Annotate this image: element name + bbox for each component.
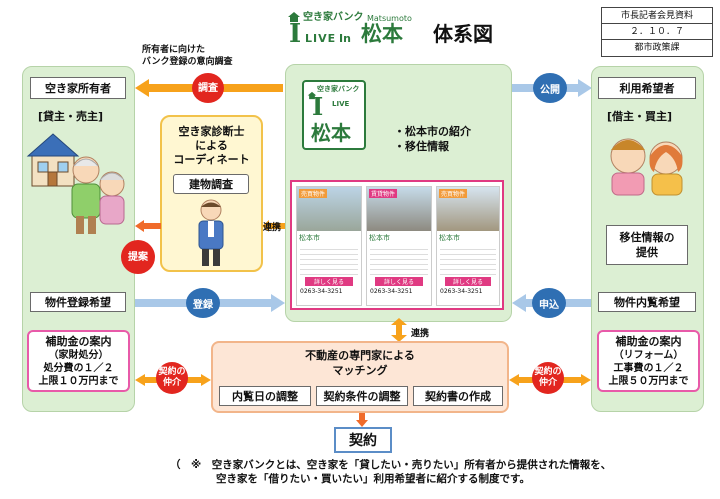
user-subsidy-sub: （リフォーム） — [613, 350, 684, 361]
house-illustration-icon — [26, 128, 80, 188]
owner-subsidy-line1: 処分費の１／２ — [43, 363, 114, 374]
logo-i: I — [289, 19, 302, 49]
footnote: （ ※ 空き家バンクとは、空き家を「貸したい・売りたい」所有者から提供された情報… — [170, 458, 718, 486]
user-subsidy-line2: 上限５０万円まで — [608, 376, 689, 387]
owner-subsidy-sub: （家財処分） — [48, 350, 109, 361]
consultant-title-line: コーディネート — [173, 153, 250, 166]
expert-item-viewing: 内覧日の調整 — [219, 386, 311, 406]
user-subsidy-title: 補助金の案内 — [615, 335, 682, 348]
user-subsidy-box: 補助金の案内 （リフォーム） 工事費の１／２ 上限５０万円まで — [597, 330, 700, 392]
listing-city: 松本市 — [299, 234, 320, 242]
bank-bullets: ・松本市の紹介 ・移住情報 — [394, 124, 471, 154]
bank-logo-live: LIVE — [332, 100, 350, 108]
broker-badge-right: 契約の 仲介 — [532, 362, 564, 394]
stamp-line: ２．１０．７ — [602, 24, 712, 40]
link-vertical-arrow — [391, 318, 407, 342]
header-logo: 空き家バンク I LIVE In Matsumoto 松本 — [287, 6, 417, 48]
listing-badge: 売買物件 — [439, 189, 468, 198]
user-subsidy-line1: 工事費の１／２ — [613, 363, 684, 374]
propose-arrow — [135, 217, 161, 232]
survey-note: 所有者に向けた バンク登録の意向調査 — [142, 45, 233, 67]
bank-logo-brand: 空き家バンク — [317, 85, 360, 93]
house-icon — [307, 85, 317, 100]
consultant-title: 空き家診断士 による コーディネート — [160, 125, 263, 167]
owner-register-box: 物件登録希望 — [30, 292, 126, 312]
listing-card[interactable]: 売買物件 松本市 詳しく見る 0263-34-3251 — [436, 186, 500, 306]
expert-title-line: 不動産の専門家による — [305, 349, 415, 362]
listing-lines — [370, 245, 428, 275]
consultant-title-line: 空き家診断士 — [178, 125, 245, 138]
listing-phone: 0263-34-3251 — [440, 288, 483, 295]
bank-bullet: ・移住情報 — [394, 140, 449, 153]
survey-badge: 調査 — [192, 73, 224, 103]
owner-heading: 空き家所有者 — [30, 77, 126, 99]
listing-card[interactable]: 売買物件 松本市 詳しく見る 0263-34-3251 — [296, 186, 362, 306]
stamp-line: 都市政策課 — [634, 43, 680, 53]
consultant-person-icon — [192, 198, 230, 268]
expert-title-line: マッチング — [332, 364, 388, 377]
link-vertical-label: 連携 — [411, 329, 430, 339]
owner-subheading: [貸主・売主] — [38, 110, 104, 123]
listing-detail-button[interactable]: 詳しく見る — [305, 277, 353, 286]
stamp-line: 市長記者会見資料 — [602, 8, 712, 24]
expert-title: 不動産の専門家による マッチング — [211, 348, 509, 378]
bank-logo-i: I — [312, 92, 324, 121]
contract-box: 契約 — [334, 427, 392, 453]
listing-card[interactable]: 賃貸物件 松本市 詳しく見る 0263-34-3251 — [366, 186, 432, 306]
owner-subsidy-line2: 上限１０万円まで — [38, 376, 119, 387]
logo-kanji: 松本 — [361, 22, 403, 46]
apply-badge: 申込 — [532, 288, 566, 318]
logo-live: LIVE — [305, 32, 337, 45]
listing-badge: 賃貸物件 — [369, 189, 398, 198]
user-subheading: [借主・買主] — [607, 110, 673, 123]
footnote-line: 空き家を「借りたい・買いたい」利用希望者に紹介する制度です。 — [216, 473, 530, 485]
listing-lines — [440, 245, 496, 275]
listing-lines — [300, 245, 358, 275]
user-heading: 利用希望者 — [598, 77, 696, 99]
contract-arrow — [356, 412, 368, 427]
building-survey-box: 建物調査 — [173, 174, 249, 194]
owner-subsidy-title: 補助金の案内 — [45, 335, 112, 348]
listing-detail-button[interactable]: 詳しく見る — [375, 277, 423, 286]
browse-request-box: 物件内覧希望 — [598, 292, 696, 312]
listing-city: 松本市 — [369, 234, 390, 242]
owner-subsidy-box: 補助金の案内 （家財処分） 処分費の１／２ 上限１０万円まで — [27, 330, 130, 392]
link-label: 連携 — [263, 223, 282, 233]
bank-logo-kanji: 松本 — [311, 121, 351, 145]
expert-item-conditions: 契約条件の調整 — [316, 386, 408, 406]
migration-info-box: 移住情報の 提供 — [606, 225, 688, 265]
listing-phone: 0263-34-3251 — [370, 288, 413, 295]
elderly-couple-icon — [66, 150, 130, 236]
bank-bullet: ・松本市の紹介 — [394, 125, 471, 138]
listing-badge: 売買物件 — [299, 189, 328, 198]
listing-city: 松本市 — [439, 234, 460, 242]
page-title: 体系図 — [433, 22, 493, 46]
expert-item-contract-doc: 契約書の作成 — [413, 386, 503, 406]
logo-en: Matsumoto — [367, 14, 412, 23]
broker-badge-left: 契約の 仲介 — [156, 362, 188, 394]
house-icon — [287, 8, 301, 22]
publish-badge: 公開 — [533, 73, 567, 103]
footnote-line: （ ※ 空き家バンクとは、空き家を「貸したい・売りたい」所有者から提供された情報… — [170, 459, 612, 471]
listing-detail-button[interactable]: 詳しく見る — [445, 277, 491, 286]
bank-logo: 空き家バンク I LIVE 松本 — [302, 80, 366, 150]
listing-screenshot: 売買物件 松本市 詳しく見る 0263-34-3251 賃貸物件 松本市 詳しく… — [290, 180, 504, 310]
brand-small-text: 空き家バンク — [303, 12, 364, 23]
propose-badge: 提案 — [121, 240, 155, 274]
link-arrow — [262, 217, 292, 232]
register-badge: 登録 — [186, 288, 220, 318]
listing-phone: 0263-34-3251 — [300, 288, 343, 295]
press-stamp: 市長記者会見資料 ２．１０．７ 都市政策課 — [601, 7, 713, 57]
happy-couple-icon — [598, 128, 698, 196]
logo-in: In — [339, 32, 351, 45]
consultant-title-line: による — [195, 139, 228, 152]
